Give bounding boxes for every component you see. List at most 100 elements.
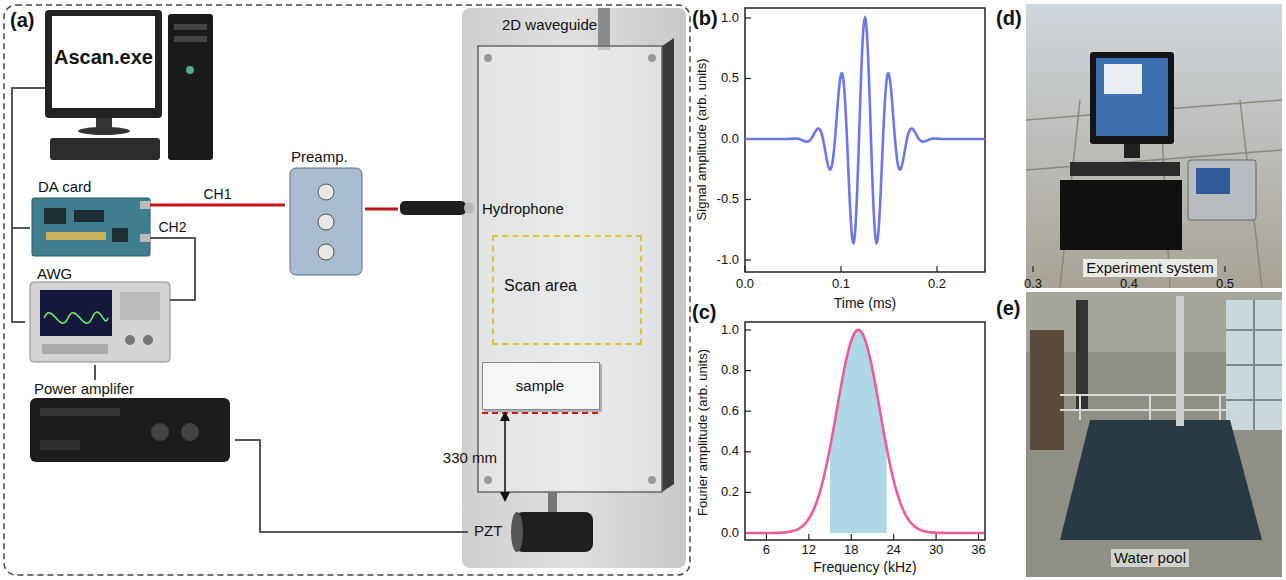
- channel-label: CH1: [201, 186, 235, 202]
- preamp-box: Preamp.: [285, 148, 365, 278]
- pzt-drawing: [511, 512, 523, 552]
- panel-letter: (b): [692, 7, 718, 30]
- node-label: Power amplifer: [34, 380, 134, 397]
- tick: [978, 534, 979, 540]
- photo-experiment-system: [1026, 4, 1282, 288]
- cable: [150, 238, 195, 300]
- photo-experiment-system: [1090, 52, 1174, 144]
- tick: [745, 370, 751, 371]
- node-label: Scan area: [504, 277, 577, 295]
- awg-drawing: [125, 335, 135, 345]
- panel-letter: (e): [996, 297, 1020, 320]
- hydrophone-drawing: [400, 201, 474, 215]
- node-label: Hydrophone: [482, 200, 564, 217]
- tick-label: 0.4: [1120, 277, 1138, 292]
- sample-edge: [482, 412, 598, 414]
- tick-label: 30: [929, 543, 943, 558]
- channel-label: CH2: [156, 219, 190, 235]
- computer-drawing: [52, 16, 155, 108]
- dimension-label: 330 mm: [443, 449, 497, 466]
- tick: [840, 266, 841, 272]
- waveguide-drawing: [462, 8, 686, 568]
- preamp-drawing: [318, 214, 334, 230]
- waveguide-drawing: [648, 476, 656, 484]
- computer-drawing: [168, 14, 213, 160]
- power-amplifier-drawing: [30, 398, 230, 462]
- axis-title: Fourier amplitude (arb. units): [695, 349, 710, 516]
- tick-label: 0.6: [721, 404, 739, 419]
- node-label: AWG: [37, 265, 72, 282]
- photo-experiment-system: [1188, 160, 1256, 220]
- tick: [1224, 266, 1225, 272]
- da-card: DA card: [30, 178, 150, 262]
- tick: [745, 492, 751, 493]
- tick: [851, 534, 852, 540]
- tick-label: 0.5: [721, 71, 739, 86]
- tick-label: 0.0: [736, 277, 754, 292]
- computer-drawing: [45, 10, 213, 160]
- da-card-drawing: [112, 228, 128, 242]
- tick: [1032, 266, 1033, 272]
- node-label: Preamp.: [291, 148, 348, 165]
- da-card-drawing: [140, 234, 150, 242]
- photo-experiment-system: [1124, 144, 1140, 158]
- hydrophone-drawing: [464, 202, 474, 214]
- computer-drawing: [186, 66, 194, 74]
- plot-frame: [745, 322, 985, 540]
- photo-experiment-system: [1104, 64, 1142, 94]
- tick-label: 12: [802, 543, 816, 558]
- photo-water-pool: [1176, 296, 1184, 426]
- tick: [745, 17, 751, 18]
- tick-label: 0.3: [1024, 277, 1042, 292]
- plot-frame: [745, 8, 985, 272]
- waveguide-drawing: [648, 54, 656, 62]
- tick-label: 36: [971, 543, 985, 558]
- computer-drawing: [45, 10, 162, 118]
- signal-cable: [150, 204, 285, 207]
- tick: [745, 411, 751, 412]
- tick-label: 0.4: [721, 444, 739, 459]
- pzt-transducer: PZT: [468, 500, 598, 564]
- preamp-drawing: [290, 168, 362, 275]
- node-label: PZT: [474, 522, 502, 539]
- node-label: DA card: [38, 178, 91, 195]
- photo-experiment-system: [1070, 162, 1180, 176]
- waveguide-drawing: [662, 38, 674, 492]
- preamp-drawing: [318, 244, 334, 260]
- band-fill: [830, 330, 887, 533]
- tick-label: 0.0: [721, 132, 739, 147]
- tick-label: 0.5: [1216, 277, 1234, 292]
- power-amplifier-drawing: [40, 440, 80, 450]
- tick-label: -1.0: [717, 253, 739, 268]
- tick-label: 6: [763, 543, 770, 558]
- waveguide-drawing: [484, 54, 492, 62]
- tick: [745, 451, 751, 452]
- signal-curve: [745, 18, 985, 243]
- tick-label: 0.0: [721, 526, 739, 541]
- tick: [744, 266, 745, 272]
- tick-label: 18: [844, 543, 858, 558]
- pzt-drawing: [511, 512, 593, 552]
- photo-water-pool: [1026, 292, 1282, 577]
- waveguide-drawing: [462, 8, 686, 568]
- photo-experiment-system: [1096, 58, 1168, 136]
- preamp-drawing: [290, 168, 362, 275]
- computer-drawing: [50, 138, 160, 160]
- power-amplifier-drawing: [30, 398, 230, 462]
- awg-instrument: AWG: [25, 265, 170, 365]
- tick-label: 0.1: [832, 277, 850, 292]
- axis-title: Time (ms): [834, 295, 896, 311]
- scan-area-box: Scan area: [492, 235, 642, 345]
- hydrophone: Hydrophone: [398, 192, 567, 226]
- tick: [893, 534, 894, 540]
- tick: [935, 534, 936, 540]
- awg-drawing: [30, 282, 170, 362]
- waveguide-drawing: [598, 8, 610, 50]
- panel-letter: (d): [996, 7, 1022, 30]
- cable: [12, 88, 45, 322]
- node-label: sample: [483, 377, 597, 394]
- photo-caption: Experiment system: [1083, 259, 1217, 276]
- tick: [745, 259, 751, 260]
